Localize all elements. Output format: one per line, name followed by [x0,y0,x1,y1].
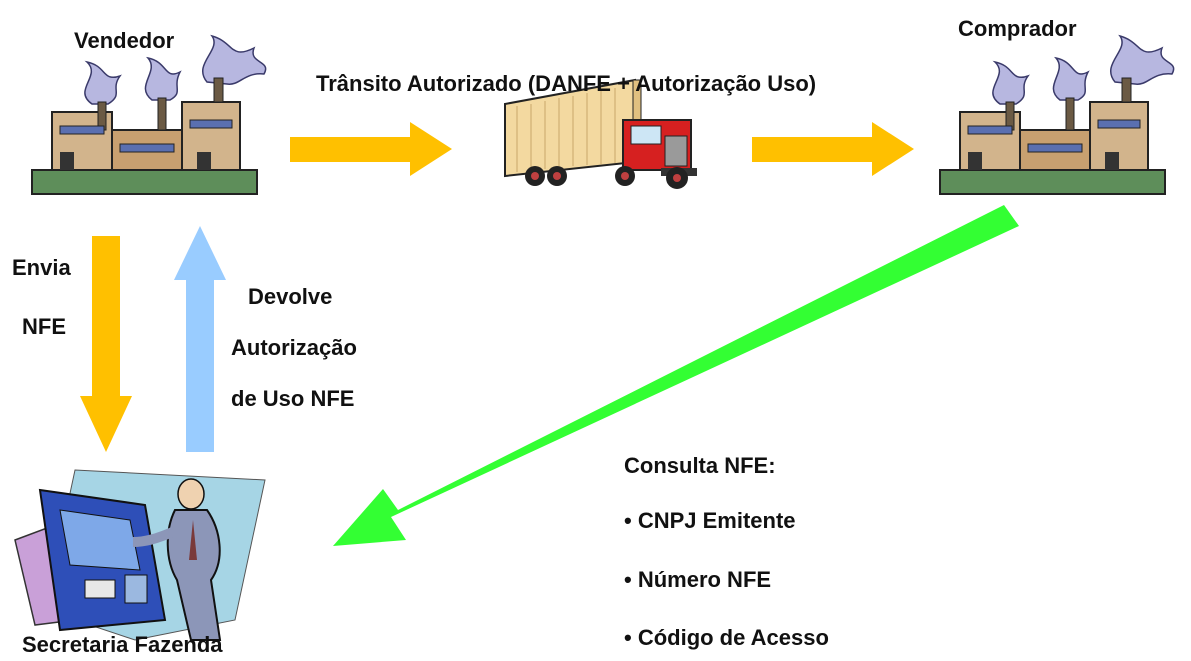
devolve-label-line2: Autorização [231,335,357,360]
factory-icon [31,34,267,195]
arrow-consulta-nfe [333,205,1019,546]
consulta-item-numero: • Número NFE [624,567,772,592]
devolve-label-line3: de Uso NFE [231,386,355,411]
comprador-label: Comprador [958,16,1077,41]
devolve-label-line1: Devolve [248,284,333,309]
envia-label-line1: Envia [12,255,71,280]
arrow-devolve-autorizacao [174,226,226,452]
consulta-item-cnpj: • CNPJ Emitente [624,508,796,533]
truck-icon [504,78,697,189]
consulta-item-codigo: • Código de Acesso [624,625,829,650]
vendedor-label: Vendedor [74,28,175,53]
computer-operator-icon [14,469,266,641]
arrow-vendedor-to-truck [290,122,452,176]
envia-label-line2: NFE [22,314,66,339]
consulta-title: Consulta NFE: [624,453,776,478]
arrow-envia-nfe [80,236,132,452]
secretaria-label: Secretaria Fazenda [22,632,223,657]
factory-icon [939,34,1175,195]
transit-label: Trânsito Autorizado (DANFE + Autorização… [316,71,817,96]
arrow-truck-to-comprador [752,122,914,176]
